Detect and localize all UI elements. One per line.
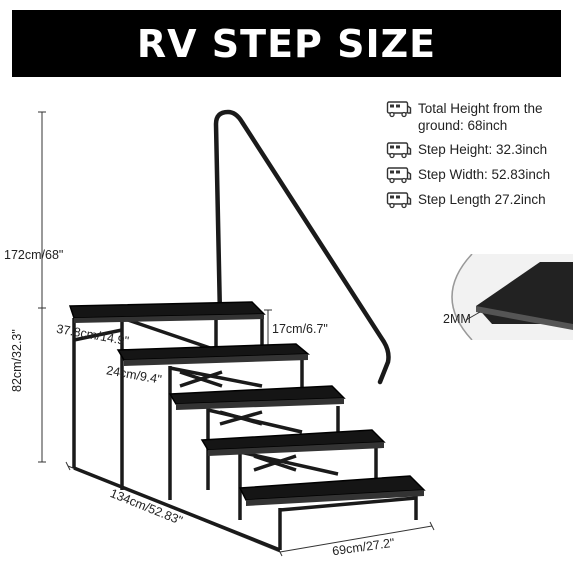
riser-label: 17cm/6.7" <box>272 322 328 336</box>
rv-icon <box>386 142 412 159</box>
step-treads <box>68 301 426 506</box>
spec-text: Step Width: 52.83inch <box>418 167 551 182</box>
rv-icon <box>386 167 412 184</box>
height-label: 82cm/32.3" <box>10 329 24 392</box>
total-height-label: 172cm/68" <box>4 248 64 262</box>
plate-detail-inset <box>451 254 573 340</box>
spec-text: Step Length 27.2inch <box>418 192 546 207</box>
spec-list: Total Height from the ground: 68inch Ste… <box>386 100 571 216</box>
handrail <box>213 109 391 385</box>
title-banner: RV STEP SIZE <box>12 10 561 77</box>
rv-icon <box>386 192 412 209</box>
thickness-label: 2MM <box>443 312 471 326</box>
banner-title: RV STEP SIZE <box>136 21 437 66</box>
spec-item: Step Length 27.2inch <box>386 191 571 209</box>
spec-text: Total Height from the ground: 68inch <box>418 101 543 133</box>
spec-text: Step Height: 32.3inch <box>418 142 548 157</box>
spec-item: Step Height: 32.3inch <box>386 141 571 159</box>
spec-item: Total Height from the ground: 68inch <box>386 100 571 134</box>
rv-icon <box>386 101 412 118</box>
spec-item: Step Width: 52.83inch <box>386 166 571 184</box>
